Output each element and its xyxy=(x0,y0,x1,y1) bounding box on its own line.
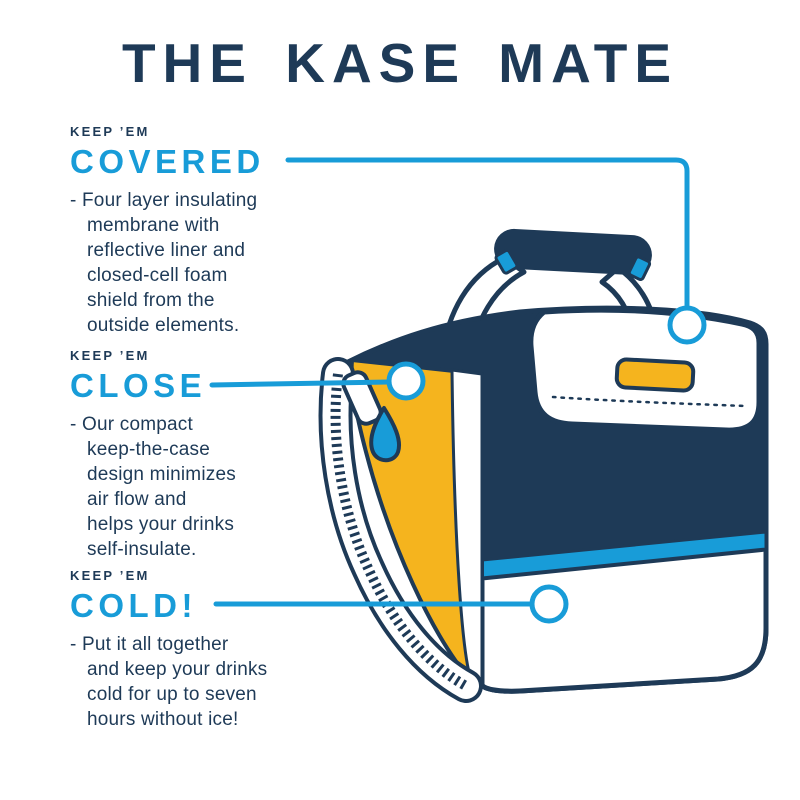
callout-line-close xyxy=(209,379,391,388)
feature-covered-body: - Four layer insulating membrane with re… xyxy=(70,190,258,336)
handle-grip xyxy=(494,228,652,276)
zipper-pull-grip xyxy=(369,406,401,463)
feature-cold-body: - Put it all together and keep your drin… xyxy=(70,634,268,730)
handle-accent-left xyxy=(494,248,519,275)
feature-cold-heading: COLD! xyxy=(70,587,197,624)
feature-close-body: - Our compact keep-the-case design minim… xyxy=(70,414,236,560)
zipper-pull-tab xyxy=(341,370,383,426)
feature-cold-eyebrow: KEEP ’EM xyxy=(70,568,150,583)
callout-lines xyxy=(209,157,690,607)
marker-close xyxy=(386,361,426,401)
flap-stitching xyxy=(551,395,748,408)
zipper-teeth xyxy=(330,373,469,691)
feature-close-eyebrow: KEEP ’EM xyxy=(70,348,150,363)
marker-covered xyxy=(667,305,707,345)
flap-patch xyxy=(614,357,696,393)
feature-covered-heading: COVERED xyxy=(70,143,265,180)
feature-close: KEEP ’EM CLOSE - Our compact keep-the-ca… xyxy=(70,348,360,562)
callout-line-covered xyxy=(285,157,690,309)
bag-base xyxy=(479,546,769,694)
zipper-pull xyxy=(341,370,401,463)
feature-close-heading: CLOSE xyxy=(70,367,207,404)
feature-covered-eyebrow: KEEP ’EM xyxy=(70,124,150,139)
bag-zipper xyxy=(318,357,483,703)
marker-cold xyxy=(529,584,569,624)
handle-accent-right xyxy=(627,255,652,281)
feature-covered: KEEP ’EM COVERED - Four layer insulating… xyxy=(70,124,360,338)
feature-cold: KEEP ’EM COLD! - Put it all together and… xyxy=(70,568,360,732)
page-title: THE KASE MATE xyxy=(121,32,679,94)
callout-markers xyxy=(386,305,707,624)
